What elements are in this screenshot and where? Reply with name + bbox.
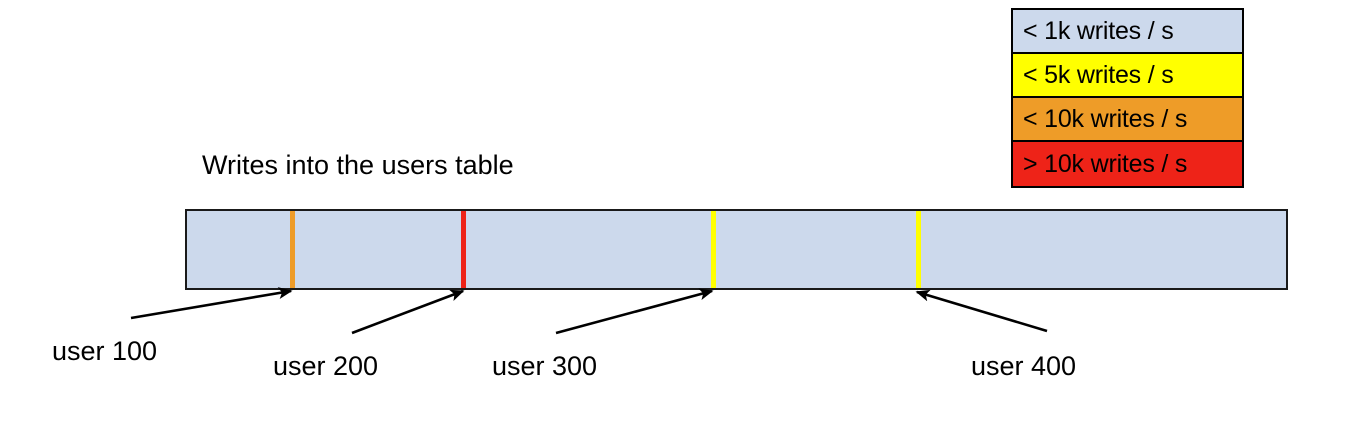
stripe-user-400: [916, 211, 921, 288]
legend-row-under-5k: < 5k writes / s: [1013, 54, 1242, 98]
legend-row-over-10k: > 10k writes / s: [1013, 142, 1242, 186]
legend-row-under-10k: < 10k writes / s: [1013, 98, 1242, 142]
callout-label-user-100: user 100: [52, 336, 158, 366]
arrow-user-400: [915, 289, 1048, 333]
legend-label-under-1k: < 1k writes / s: [1023, 16, 1174, 45]
stripe-user-100: [290, 211, 295, 288]
legend-row-under-1k: < 1k writes / s: [1013, 10, 1242, 54]
chart-title: Writes into the users table: [202, 150, 514, 180]
callout-label-user-300: user 300: [492, 351, 598, 381]
arrow-user-300: [555, 288, 714, 335]
callout-label-user-200: user 200: [273, 351, 379, 381]
callout-label-user-400: user 400: [971, 351, 1077, 381]
legend-label-under-5k: < 5k writes / s: [1023, 60, 1174, 89]
arrow-user-100: [130, 287, 293, 320]
arrow-user-200: [351, 289, 465, 335]
stripe-user-300: [711, 211, 716, 288]
legend-label-over-10k: > 10k writes / s: [1023, 149, 1188, 178]
legend-label-under-10k: < 10k writes / s: [1023, 104, 1188, 133]
stripe-user-200: [461, 211, 466, 288]
users-table-bar: [185, 209, 1288, 290]
legend: < 1k writes / s < 5k writes / s < 10k wr…: [1011, 8, 1244, 188]
